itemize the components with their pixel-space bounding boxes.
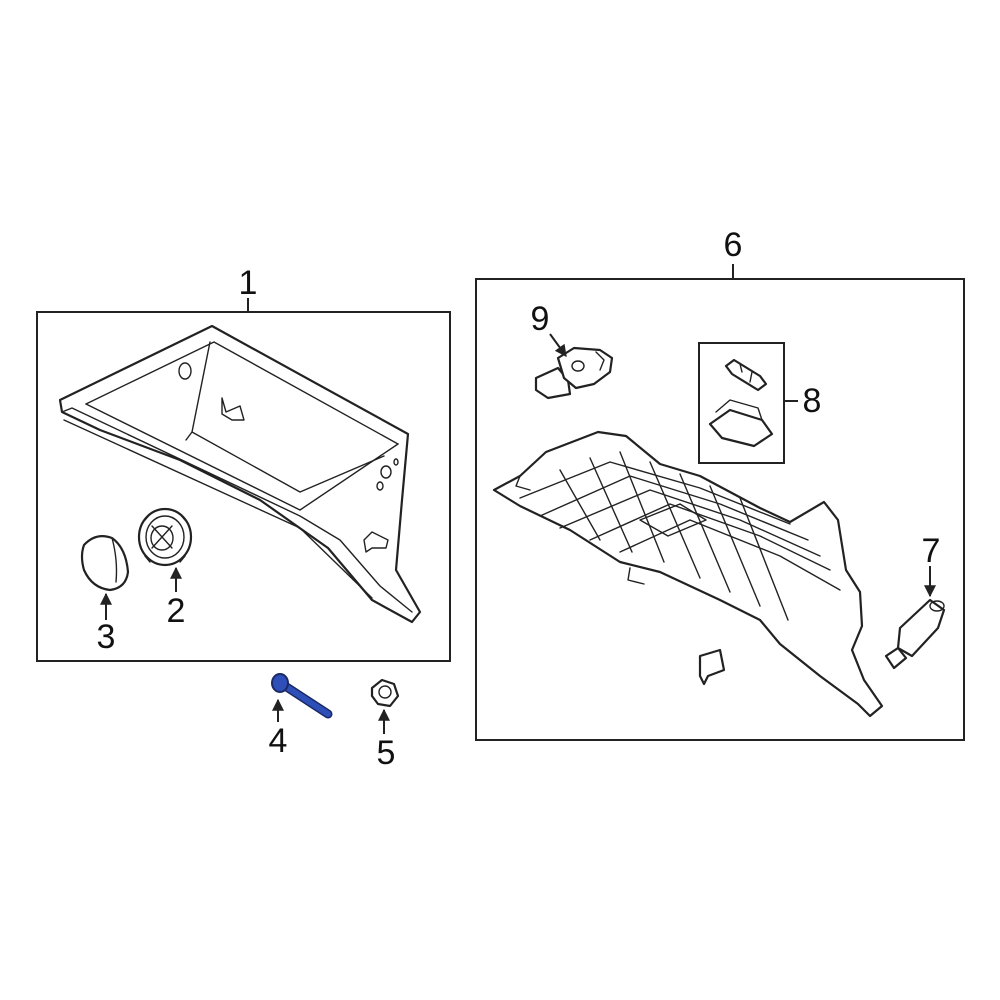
door-latch[interactable] bbox=[534, 346, 614, 400]
lock-cylinder[interactable] bbox=[137, 507, 193, 567]
group-frame-8 bbox=[698, 342, 798, 464]
glove-box-door[interactable] bbox=[492, 430, 884, 718]
callout-8: 8 bbox=[803, 382, 822, 420]
group-frame-6 bbox=[475, 264, 965, 741]
bumper-pad[interactable] bbox=[708, 399, 774, 448]
door-damper[interactable] bbox=[884, 598, 946, 670]
callout-2: 2 bbox=[167, 592, 186, 630]
cover-cap[interactable] bbox=[80, 535, 130, 592]
callout-7: 7 bbox=[922, 532, 941, 570]
callout-9: 9 bbox=[531, 300, 550, 338]
callout-1: 1 bbox=[239, 264, 258, 302]
bolt-highlighted[interactable] bbox=[271, 673, 333, 719]
callout-3: 3 bbox=[97, 618, 116, 656]
bumper-pin[interactable] bbox=[724, 358, 768, 392]
callout-4: 4 bbox=[269, 722, 288, 760]
group-frame-1 bbox=[36, 298, 451, 662]
glove-box-compartment[interactable] bbox=[58, 324, 422, 624]
callout-5: 5 bbox=[377, 734, 396, 772]
callout-6: 6 bbox=[724, 226, 743, 264]
hex-nut[interactable] bbox=[370, 678, 400, 708]
